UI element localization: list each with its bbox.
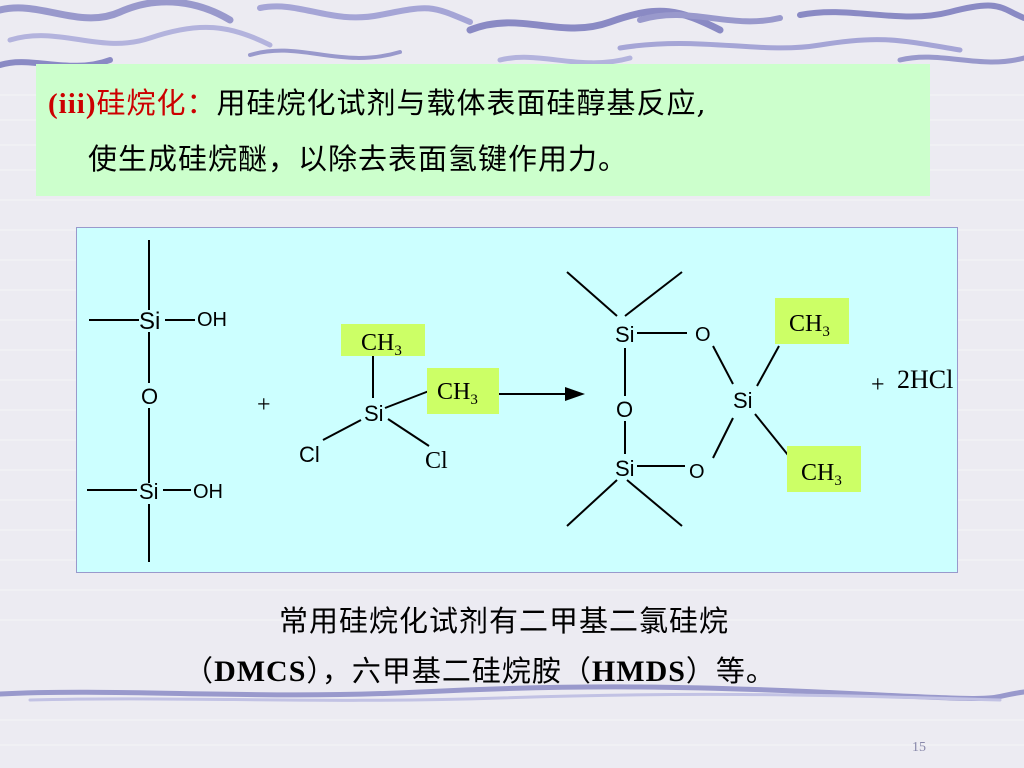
caption-end-text: ）等。 [685,654,776,688]
o-atom-product-top: O [695,324,711,346]
intro-text-box: (iii)硅烷化：用硅烷化试剂与载体表面硅醇基反应, 使生成硅烷醚，以除去表面氢… [36,64,930,196]
plus-sign: + [257,392,271,418]
o-atom-product-bottom: O [689,461,705,483]
caption-mid-text: ），六甲基二硅烷胺（ [306,654,592,688]
oh-group-bottom: OH [193,481,223,503]
intro-text-1: 用硅烷化试剂与载体表面硅醇基反应, [216,86,707,120]
cl-atom-left: Cl [299,442,320,467]
cl-atom-right: Cl [425,448,448,474]
section-label-colon: ： [186,86,217,120]
si-atom-product-right: Si [733,388,753,413]
caption-abbr-hmds: HMDS [591,655,686,688]
oh-group-top: OH [197,309,227,331]
ch3-group-b: CH3 [437,379,478,408]
si-atom-reagent: Si [364,401,384,426]
ch3-group-product-top: CH3 [789,311,830,340]
intro-line-1: (iii)硅烷化：用硅烷化试剂与载体表面硅醇基反应, [48,80,928,122]
si-atom-top: Si [139,308,160,335]
caption-abbr-dmcs: DMCS [214,655,307,688]
top-decor-band [0,0,1024,74]
reaction-scheme: Si OH O Si OH + CH3 CH3 Si Cl Cl Si O O … [76,227,958,573]
ch3-highlight-b [427,368,499,414]
plus-sign-byproduct: + [871,372,885,398]
caption-line-1: 常用硅烷化试剂有二甲基二氯硅烷 [278,604,729,638]
ch3-highlight-d [787,446,861,492]
section-label-word: 硅烷化 [96,86,187,120]
bottom-decor-band [0,684,1024,702]
ch3-group-product-bottom: CH3 [801,460,842,489]
o-bridge: O [141,384,158,409]
hcl-byproduct: 2HCl [897,365,953,394]
intro-line-2: 使生成硅烷醚，以除去表面氢键作用力。 [88,142,629,176]
caption-line-2: （DMCS），六甲基二硅烷胺（HMDS）等。 [0,648,992,690]
ch3-highlight-a [341,324,425,356]
ch3-group-a: CH3 [361,330,402,359]
si-atom-product-top: Si [615,322,635,347]
si-atom-bottom: Si [139,479,159,504]
caption-bracket-open-1: （ [184,654,215,688]
si-atom-product-bottom: Si [615,456,635,481]
ch3-highlight-c [775,298,849,344]
o-atom-product-mid: O [616,397,633,422]
section-label: (iii) [48,88,97,120]
page-number: 15 [912,740,926,755]
